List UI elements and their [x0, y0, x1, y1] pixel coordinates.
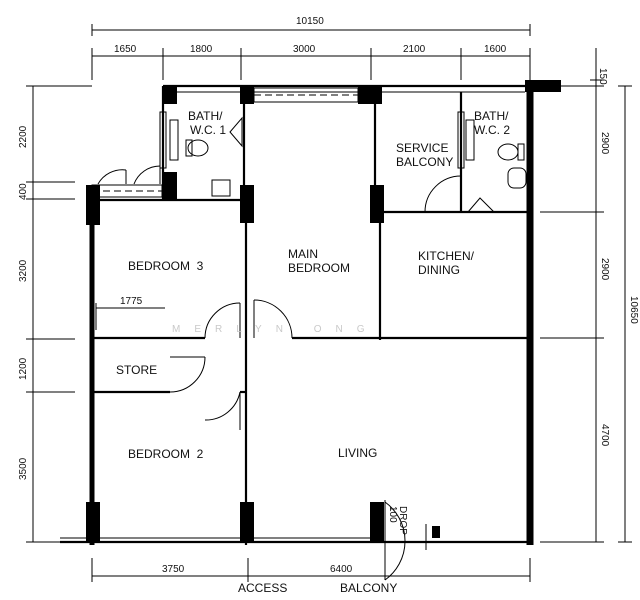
dim-bottom-2: 6400: [330, 564, 353, 575]
balcony-label: BALCONY: [340, 581, 397, 595]
fixtures: [169, 119, 527, 550]
dim-top-total: 10150: [296, 16, 324, 27]
living-label: LIVING: [338, 446, 377, 460]
dim-left-5: 3500: [18, 457, 29, 480]
toilet-bath1: [187, 139, 209, 157]
dimension-text: 10150 1650 1800 3000 2100 1600 150 2200 …: [18, 16, 639, 575]
dim-bottom-1: 3750: [162, 564, 185, 575]
structural-columns: [86, 80, 561, 542]
dim-top-right-150: 150: [597, 68, 608, 85]
dim-top-1: 1650: [114, 44, 137, 55]
access-label: ACCESS: [238, 581, 287, 595]
bath-wc-1-label-line2: W.C. 1: [190, 123, 226, 137]
dim-top-4: 2100: [403, 44, 426, 55]
dim-right-3: 4700: [599, 424, 610, 447]
kitchen-dining-label-line2: DINING: [418, 263, 460, 277]
windows: [91, 87, 530, 213]
watermark-text: MERLYN ONG: [172, 324, 379, 335]
bedroom-2-label: BEDROOM 2: [128, 447, 204, 461]
walls: [60, 84, 534, 545]
dim-left-1: 2200: [18, 125, 29, 148]
dim-top-2: 1800: [190, 44, 213, 55]
service-balcony-label-line2: BALCONY: [396, 155, 453, 169]
drop-label-line1: 100: [387, 506, 398, 523]
service-balcony-label-line1: SERVICE: [396, 141, 448, 155]
drop-label-line2: DROP: [397, 506, 408, 535]
bath-wc-1-label-line1: BATH/: [188, 109, 223, 123]
dim-right-total: 10650: [628, 296, 639, 324]
dim-left-3: 3200: [18, 259, 29, 282]
bath-wc-2-label-line1: BATH/: [474, 109, 509, 123]
toilet-bath2: [497, 143, 519, 161]
store-label: STORE: [116, 363, 157, 377]
dimension-lines: [26, 24, 632, 582]
main-bedroom-label-line1: MAIN: [288, 247, 318, 261]
room-labels: BATH/ W.C. 1 BATH/ W.C. 2 SERVICE BALCON…: [116, 109, 510, 461]
kitchen-dining-label-line1: KITCHEN/: [418, 249, 475, 263]
dim-top-5: 1600: [484, 44, 507, 55]
dim-right-2: 2900: [599, 258, 610, 281]
dim-left-4: 1200: [18, 357, 29, 380]
doors: [97, 116, 495, 581]
bath-wc-2-label-line2: W.C. 2: [474, 123, 510, 137]
dim-bedroom3-inner: 1775: [120, 296, 143, 307]
dim-top-3: 3000: [293, 44, 316, 55]
bedroom-3-label: BEDROOM 3: [128, 259, 204, 273]
dim-left-2: 400: [18, 183, 29, 200]
main-bedroom-label-line2: BEDROOM: [288, 261, 350, 275]
dim-right-1: 2900: [599, 132, 610, 155]
